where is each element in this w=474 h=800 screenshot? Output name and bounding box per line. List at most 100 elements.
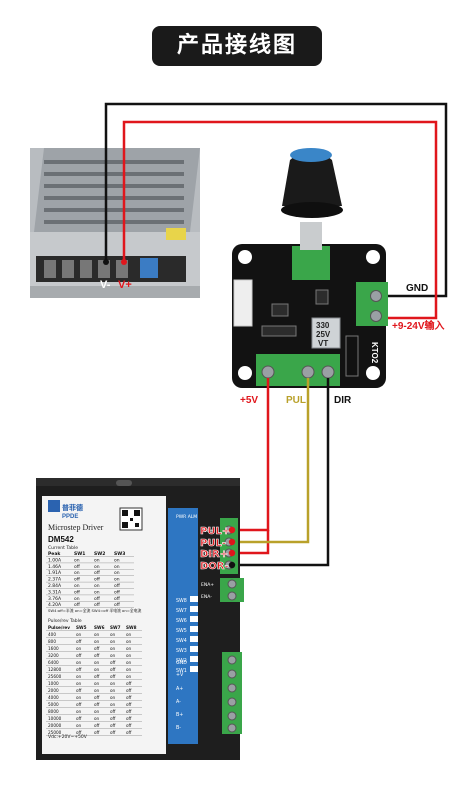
current-cell: on	[114, 558, 120, 563]
pulse-header-cell: SW8	[126, 625, 137, 630]
current-cell: off	[114, 583, 121, 589]
pulse-cell: on	[126, 639, 132, 644]
plus5v-label: +5V	[240, 395, 258, 406]
pulse-cell: off	[94, 702, 100, 707]
driver-signal-highlights: PUL+PUL-DIR+DOR-	[200, 526, 236, 572]
pulse-cell: 25600	[48, 674, 62, 679]
pulse-cell: on	[126, 632, 132, 637]
switch-label: SW2	[176, 658, 187, 664]
pulse-cell: 6400	[48, 660, 59, 665]
pulse-cell: 20000	[48, 723, 62, 728]
pulse-cell: on	[94, 688, 100, 693]
current-cell: on	[94, 590, 100, 595]
current-cell: off	[114, 589, 121, 595]
pulse-header-cell: SW5	[76, 625, 87, 630]
motor-terminal-label: A+	[176, 686, 183, 692]
signal-terminal-label: PUL-	[201, 540, 211, 546]
pulse-cell: 1600	[48, 646, 59, 651]
pulse-cell: off	[110, 674, 116, 679]
pulse-cell: off	[76, 730, 82, 735]
pulse-cell: on	[94, 667, 100, 672]
pulse-cell: on	[110, 702, 116, 707]
pulse-cell: 8000	[48, 709, 59, 714]
pulse-cell: 1000	[48, 681, 59, 686]
pwr-alm-label: PWR ALM	[176, 514, 197, 520]
current-cell: on	[94, 584, 100, 589]
pulse-cell: off	[76, 639, 82, 644]
pulse-cell: on	[126, 646, 132, 651]
sw4-note: SW4:off=半流 on=全流 SW4=off 半电流 on=全电流	[48, 608, 142, 613]
pulse-cell: on	[110, 646, 116, 651]
pulse-cell: on	[126, 653, 132, 658]
current-cell: off	[94, 602, 101, 608]
input-voltage-label: +9-24V输入	[392, 319, 445, 332]
current-cell: off	[94, 596, 101, 602]
current-cell: off	[94, 570, 101, 576]
pulse-cell: 2000	[48, 688, 59, 693]
current-header-cell: SW3	[114, 551, 125, 557]
pulse-cell: on	[76, 646, 82, 651]
pulse-cell: off	[126, 723, 132, 728]
pulse-cell: on	[94, 681, 100, 686]
pulse-cell: on	[110, 639, 116, 644]
pulse-cell: off	[126, 695, 132, 700]
pulse-cell: off	[94, 646, 100, 651]
dir-label: DIR	[334, 395, 352, 406]
pulse-cell: off	[94, 730, 100, 735]
pulse-cell: on	[126, 660, 132, 665]
motor-terminal-label: B-	[176, 725, 181, 731]
brand-name-en: PPDE	[62, 514, 78, 520]
diagram-title: 产品接线图	[152, 26, 322, 66]
pulse-cell: off	[126, 730, 132, 735]
current-cell: on	[114, 565, 120, 570]
psu-v-minus-terminal	[103, 259, 109, 265]
pulse-cell: on	[126, 667, 132, 672]
pulse-cell: on	[76, 674, 82, 679]
pulse-cell: off	[76, 667, 82, 672]
motor-terminal-label: B+	[176, 712, 183, 718]
pul-label: PUL	[286, 395, 306, 406]
pulse-cell: on	[94, 716, 100, 721]
pulse-cell: on	[94, 639, 100, 644]
speed-control-module	[232, 148, 388, 388]
current-cell: off	[74, 589, 81, 595]
gnd-label: GND	[406, 283, 428, 294]
current-cell: off	[94, 577, 101, 583]
current-header-cell: Peak	[48, 551, 61, 557]
pulse-cell: 800	[48, 639, 56, 644]
highlight-signal-label: PUL-	[200, 538, 226, 549]
pulse-cell: on	[110, 681, 116, 686]
pulse-cell: off	[126, 702, 132, 707]
switch-label: SW3	[176, 648, 187, 654]
pulse-cell: 3200	[48, 653, 59, 658]
pulse-cell: on	[110, 632, 116, 637]
model-name: DM542	[48, 535, 74, 544]
highlight-signal-label: PUL+	[200, 526, 230, 537]
current-cell: 3.76A	[48, 596, 62, 602]
brand-name: 普菲德	[62, 503, 83, 512]
signal-terminal-label: DIR-	[201, 563, 211, 569]
power-supply	[30, 148, 200, 298]
current-cell: 1.91A	[48, 570, 62, 576]
pulse-cell: 4000	[48, 695, 59, 700]
current-table-title: Current Table	[48, 545, 78, 551]
pulse-header-cell: Pulse/rev	[48, 625, 70, 630]
psu-v-plus-label: V+	[118, 279, 132, 291]
power-terminal-label: GND	[176, 660, 187, 666]
pulse-cell: on	[110, 688, 116, 693]
signal-terminal-label: ENA-	[201, 594, 212, 600]
pulse-cell: off	[94, 723, 100, 728]
pulse-cell: on	[76, 695, 82, 700]
highlight-signal-label: DIR+	[200, 549, 228, 560]
pulse-cell: off	[126, 709, 132, 714]
current-cell: 2.84A	[48, 583, 62, 589]
pulse-cell: off	[126, 688, 132, 693]
current-cell: on	[74, 597, 80, 602]
signal-terminal-label: ENA+	[201, 582, 214, 588]
pulse-cell: on	[110, 653, 116, 658]
wire-junction-dot	[228, 561, 236, 569]
pulse-cell: on	[94, 632, 100, 637]
pulse-cell: off	[76, 716, 82, 721]
